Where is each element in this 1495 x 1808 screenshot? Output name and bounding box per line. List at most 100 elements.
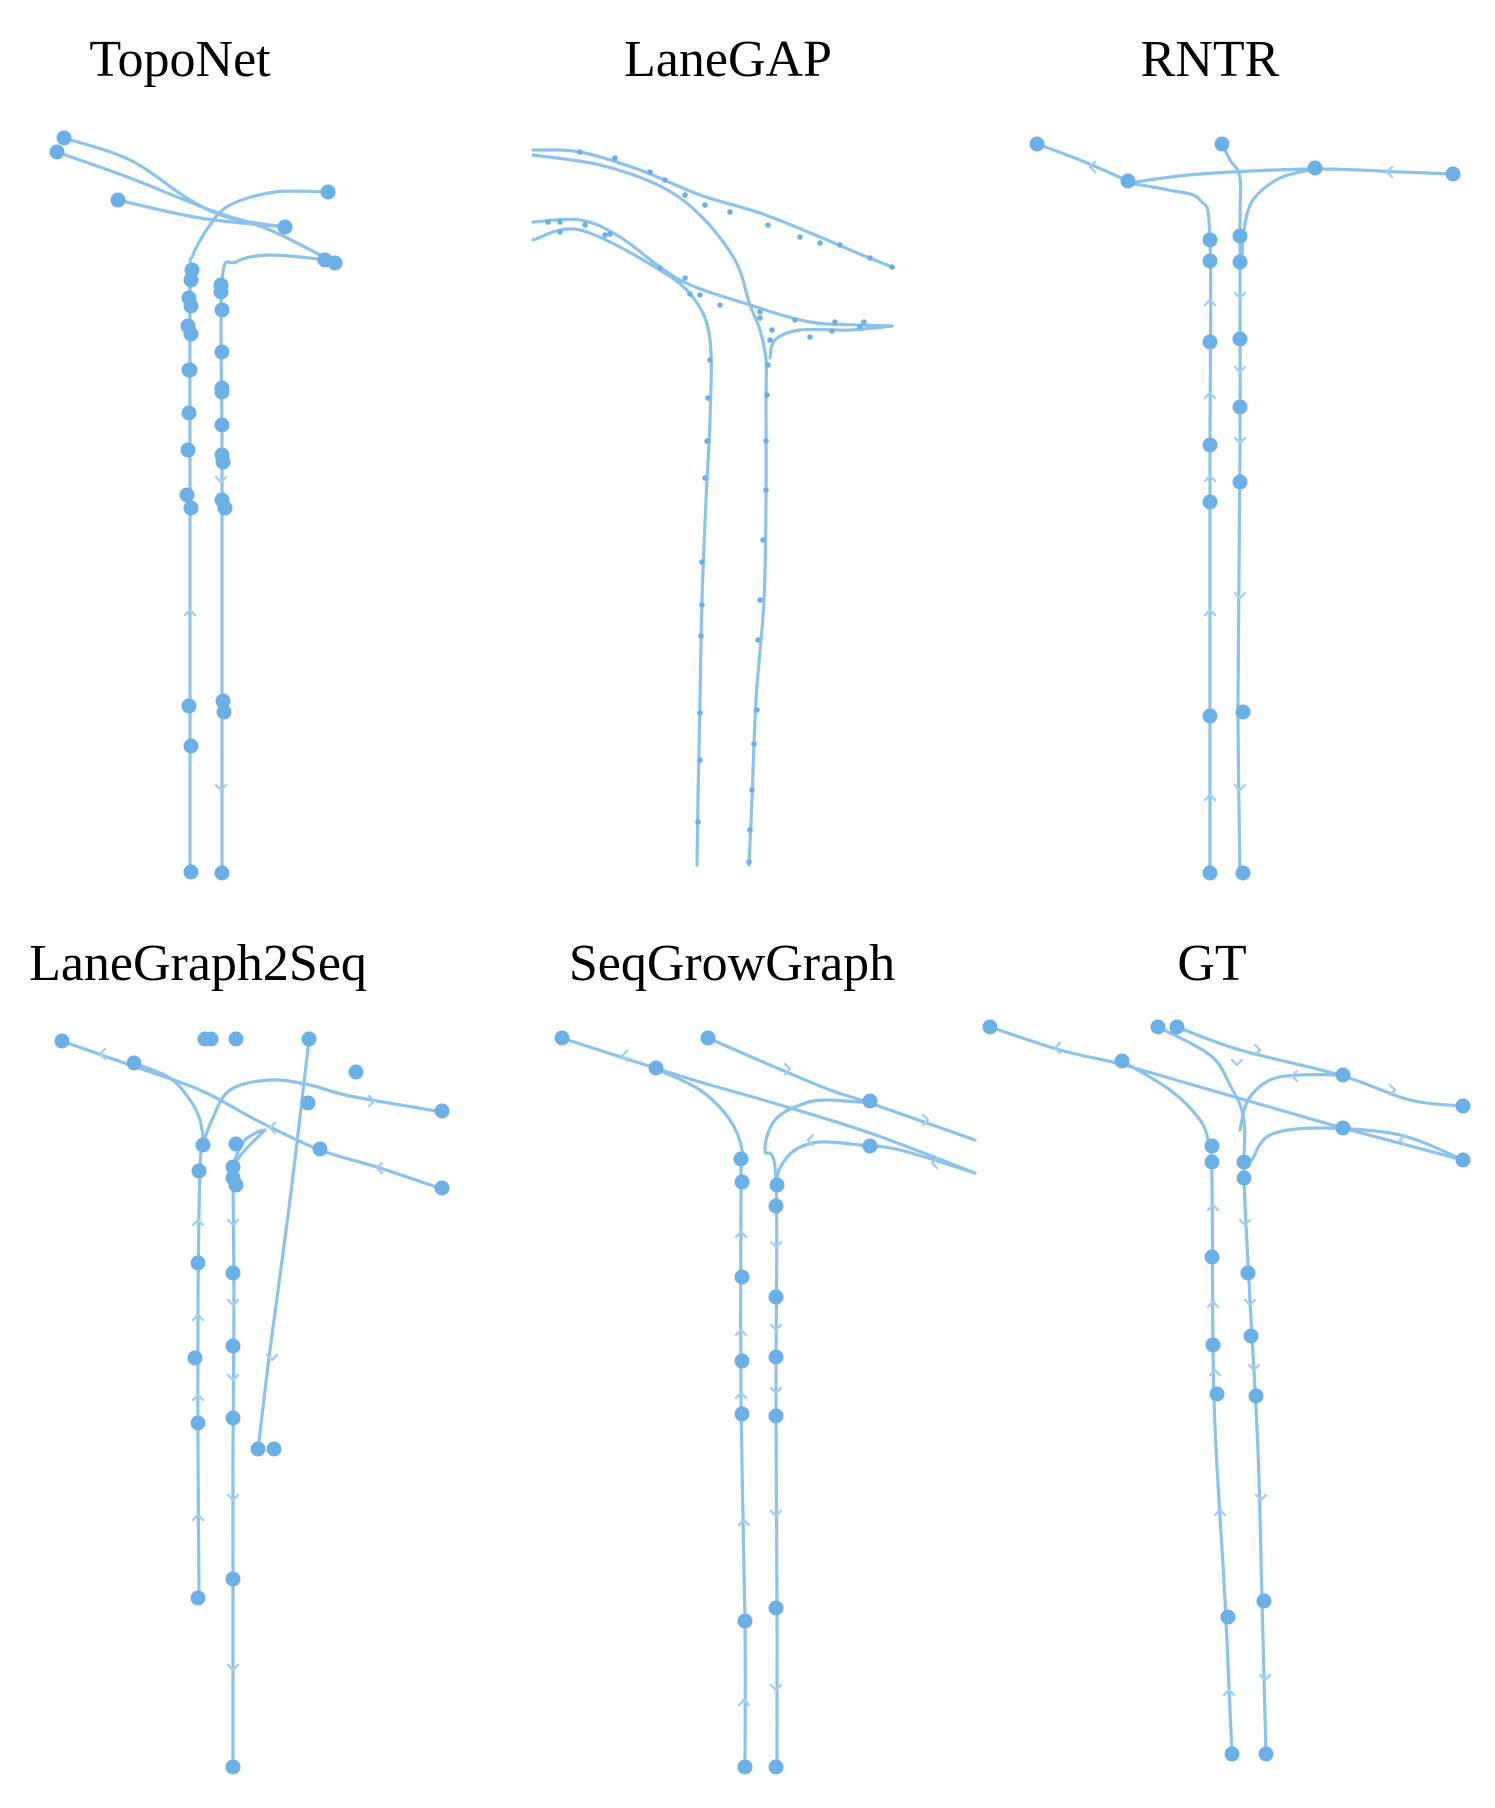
lane-line	[1240, 167, 1317, 262]
graph-node	[1204, 1154, 1220, 1170]
graph-node	[348, 1064, 364, 1080]
graph-node	[1335, 1120, 1351, 1136]
lane-line	[763, 1098, 872, 1769]
lane-point	[607, 231, 613, 237]
lane-line	[531, 217, 894, 328]
graph-node	[737, 1759, 753, 1775]
graph-node	[225, 1410, 241, 1426]
graph-node	[1235, 865, 1251, 881]
graph-node	[1169, 1019, 1185, 1035]
direction-arrow-icon	[1213, 1508, 1227, 1517]
lane-point	[682, 275, 688, 281]
lane-point	[764, 392, 770, 398]
direction-arrow-icon	[1088, 160, 1097, 174]
graph-node	[1150, 1019, 1166, 1035]
graph-node	[250, 1441, 266, 1457]
lane-point	[763, 438, 769, 444]
lane-point	[889, 264, 895, 270]
lane-point	[769, 327, 775, 333]
graph-node	[195, 1137, 211, 1153]
panel-title-gt: GT	[1177, 935, 1247, 992]
graph-node	[1220, 1609, 1236, 1625]
graph-node	[225, 1759, 241, 1775]
direction-arrow-icon	[806, 1133, 815, 1147]
lane-line	[1126, 167, 1455, 185]
lane-point	[757, 597, 763, 603]
direction-arrow-icon	[1247, 1363, 1261, 1372]
graph-node	[1232, 254, 1248, 270]
direction-arrow-icon	[734, 1391, 748, 1400]
lane-line	[1250, 1126, 1465, 1162]
graph-node	[266, 1441, 282, 1457]
graph-node	[214, 384, 230, 400]
graph-node	[214, 302, 230, 318]
direction-arrow-icon	[226, 1373, 240, 1382]
graph-node	[327, 255, 343, 271]
direction-arrow-icon	[226, 1298, 240, 1307]
lane-point	[817, 240, 823, 246]
graph-node	[301, 1031, 317, 1047]
graph-node	[213, 284, 229, 300]
lane-line	[768, 324, 894, 360]
direction-arrow-icon	[1385, 165, 1394, 179]
graph-node	[1235, 704, 1251, 720]
lane-graph-toponet	[49, 130, 343, 881]
direction-arrow-icon	[1203, 391, 1217, 400]
lane-point	[682, 192, 688, 198]
graph-node	[1243, 1328, 1259, 1344]
lane-point	[577, 149, 583, 155]
graph-node	[300, 1095, 316, 1111]
graph-node	[225, 1571, 241, 1587]
direction-arrow-icon	[265, 1353, 279, 1362]
direction-arrow-icon	[226, 1663, 240, 1672]
lane-line	[654, 1067, 747, 1769]
direction-arrow-icon	[769, 1509, 783, 1518]
lane-line	[531, 153, 769, 867]
lane-point	[705, 395, 711, 401]
lane-point	[807, 334, 813, 340]
graph-node	[862, 1138, 878, 1154]
lane-point	[602, 232, 608, 238]
lane-point	[557, 229, 563, 235]
graph-node	[190, 1415, 206, 1431]
graph-node	[181, 405, 197, 421]
graph-node	[768, 1408, 784, 1424]
lane-point	[697, 292, 703, 298]
lane-line	[219, 253, 330, 877]
graph-node	[1232, 228, 1248, 244]
direction-arrow-icon	[734, 1230, 748, 1239]
lane-point	[749, 787, 755, 793]
direction-arrow-icon	[191, 1218, 205, 1227]
graph-node	[182, 362, 198, 378]
direction-arrow-icon	[191, 1513, 205, 1522]
direction-arrow-icon	[183, 608, 197, 617]
graph-node	[1214, 136, 1230, 152]
lane-point	[837, 242, 843, 248]
graph-node	[862, 1093, 878, 1109]
graph-node	[768, 1198, 784, 1214]
graph-node	[1029, 136, 1045, 152]
direction-arrow-icon	[783, 1062, 792, 1076]
direction-arrow-icon	[1230, 1058, 1244, 1067]
lane-point	[792, 317, 798, 323]
graph-node	[126, 1055, 142, 1071]
graph-node	[181, 698, 197, 714]
graph-node	[1205, 1337, 1221, 1353]
lane-line	[60, 1039, 444, 1191]
lane-point	[697, 757, 703, 763]
direction-arrow-icon	[1203, 793, 1217, 802]
graph-node	[1236, 1154, 1252, 1170]
direction-arrow-icon	[1203, 608, 1217, 617]
graph-node	[183, 864, 199, 880]
lane-point	[757, 309, 763, 315]
direction-arrow-icon	[1290, 1069, 1299, 1083]
lane-line	[1126, 181, 1213, 875]
lane-point	[695, 819, 701, 825]
graph-node	[733, 1151, 749, 1167]
lane-line	[774, 1140, 977, 1187]
graph-node	[1256, 1593, 1272, 1609]
lane-line	[706, 1036, 977, 1142]
graph-node	[225, 1338, 241, 1354]
lane-graph-lanegap	[531, 148, 895, 867]
graph-node	[1240, 1265, 1256, 1281]
